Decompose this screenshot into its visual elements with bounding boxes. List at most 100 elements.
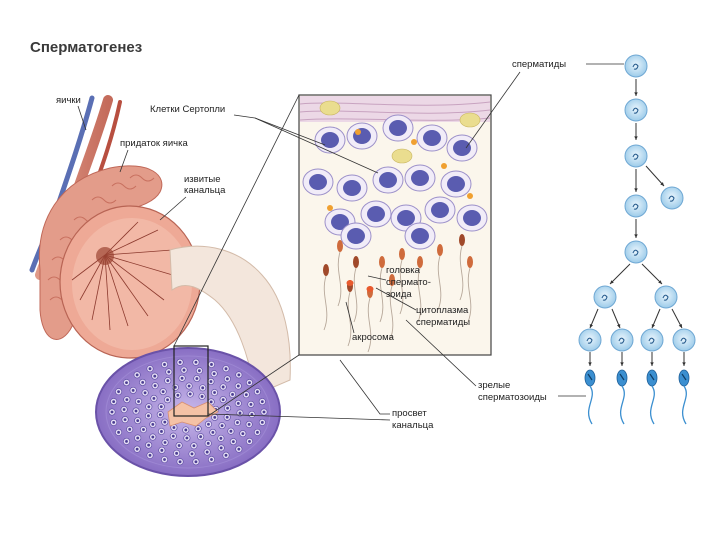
- developing-sperm: [323, 234, 473, 353]
- tubule-cell-nucleus: [125, 398, 129, 401]
- germ-cell: [624, 194, 648, 218]
- epithelial-nucleus: [411, 170, 429, 186]
- leader-lumen-2: [207, 413, 391, 421]
- tubule-cell-nucleus: [236, 421, 239, 424]
- leader-acrosome: [345, 301, 355, 334]
- germ-cell: [624, 240, 648, 264]
- tubule-cell-nucleus: [135, 447, 139, 451]
- tubule-cell-nucleus: [237, 447, 241, 451]
- tubule-cell-nucleus: [249, 402, 253, 406]
- granule-dot: [411, 139, 417, 145]
- mature-sperm-tail: [619, 385, 625, 425]
- tubule-cell-nucleus: [163, 458, 166, 461]
- tubule-cell-nucleus: [236, 401, 240, 405]
- label-epididymis: придаток яичка: [120, 138, 188, 149]
- label-mature-1: зрелые: [478, 380, 510, 391]
- diagram-title: Сперматогенез: [30, 39, 142, 56]
- tubule-cell-nucleus: [135, 373, 139, 377]
- tubule-cell-nucleus: [256, 390, 259, 394]
- germ-cell: [624, 98, 648, 122]
- tubule-cell-nucleus: [256, 430, 259, 434]
- tubule-cell-nucleus: [201, 386, 205, 390]
- label-acrosome: акросома: [352, 332, 395, 343]
- sperm-tail: [353, 267, 358, 323]
- tubule-cell-nucleus: [219, 436, 223, 440]
- tubule-cell-nucleus: [237, 373, 241, 377]
- label-testes: яички: [56, 95, 81, 106]
- magnified-epithelium: [298, 94, 492, 356]
- label-head-1: головка: [386, 265, 421, 276]
- sequence-arrowhead: [634, 188, 638, 192]
- sequence-arrowhead: [651, 324, 656, 328]
- tubule-cell-nucleus: [221, 398, 225, 402]
- tubule-cell-nucleus: [177, 444, 181, 447]
- sertoli-cytoplasm: [391, 148, 413, 164]
- tubule-cell-nucleus: [187, 384, 191, 388]
- tubule-cell-nucleus: [125, 439, 128, 443]
- sequence-arrow: [609, 263, 631, 285]
- tubule-cell-nucleus: [221, 385, 225, 389]
- sperm-tail: [437, 255, 442, 311]
- tubule-cell-nucleus: [213, 415, 217, 419]
- tubule-cell-nucleus: [241, 432, 245, 436]
- zoom-line-top: [173, 94, 300, 347]
- tubule-cell-nucleus: [209, 380, 213, 383]
- tubule-cell-nucleus: [178, 360, 182, 364]
- zoom-line-bottom: [207, 354, 300, 417]
- tubule-cell-nucleus: [211, 430, 215, 434]
- leader-mature-left: [405, 319, 477, 387]
- label-head-2: сперматo-: [386, 277, 431, 288]
- germ-cell-nucleus: [632, 203, 639, 210]
- germ-cell: [654, 285, 678, 309]
- sequence-arrowhead: [634, 92, 638, 96]
- sequence-arrowhead: [634, 234, 638, 238]
- tubule-cell-nucleus: [231, 440, 235, 444]
- tubule-cell-nucleus: [178, 460, 182, 464]
- sperm-tail: [399, 259, 404, 315]
- tubule-cell-nucleus: [131, 388, 135, 392]
- tubule-cell-nucleus: [122, 408, 126, 411]
- tubule-cell-nucleus: [128, 427, 132, 431]
- germ-cell: [660, 186, 684, 210]
- tubule-cell-nucleus: [190, 452, 194, 456]
- epithelial-nucleus: [423, 130, 441, 146]
- tubule-cell-nucleus: [148, 367, 152, 371]
- label-cytoplasm-2: сперматиды: [416, 317, 470, 328]
- granule-dot: [327, 205, 333, 211]
- germ-cell-nucleus: [586, 337, 593, 344]
- tubule-cell-nucleus: [219, 446, 223, 450]
- tubule-cell-nucleus: [125, 381, 128, 385]
- germ-cell: [624, 54, 648, 78]
- tubule-cell-nucleus: [224, 367, 228, 371]
- tubule-cell-nucleus: [182, 368, 186, 372]
- label-mature-2: сперматозоиды: [478, 392, 547, 403]
- sperm-tail: [337, 251, 342, 307]
- epithelial-nucleus: [331, 214, 349, 230]
- magnify-box: [173, 345, 209, 417]
- tubule-cell-nucleus: [147, 414, 150, 418]
- epithelial-nucleus: [309, 174, 327, 190]
- sperm-tail: [467, 267, 472, 323]
- leader-lumen: [339, 359, 390, 415]
- tubule-cell-nucleus: [231, 393, 234, 396]
- tubule-cell-nucleus: [213, 391, 216, 394]
- germ-cell-nucleus: [680, 337, 687, 344]
- sequence-arrowhead: [650, 362, 654, 366]
- sequence-arrow: [645, 165, 665, 187]
- sperm-tail: [367, 297, 372, 353]
- mature-sperm-tail: [649, 385, 655, 425]
- sequence-arrowhead: [660, 182, 664, 186]
- tunica-extension: [169, 245, 291, 396]
- sperm-head: [337, 240, 343, 252]
- sperm-marking: [587, 373, 593, 381]
- sequence-arrowhead: [682, 362, 686, 366]
- tubule-cell-nucleus: [117, 390, 120, 394]
- tubule-cell-nucleus: [151, 422, 155, 426]
- granule-dot: [441, 163, 447, 169]
- tubule-cell-nucleus: [173, 385, 177, 389]
- tubule-cell-nucleus: [141, 380, 145, 384]
- tubule-cell-nucleus: [159, 405, 163, 409]
- epithelial-nucleus: [347, 228, 365, 244]
- tubule-cell-nucleus: [166, 398, 169, 402]
